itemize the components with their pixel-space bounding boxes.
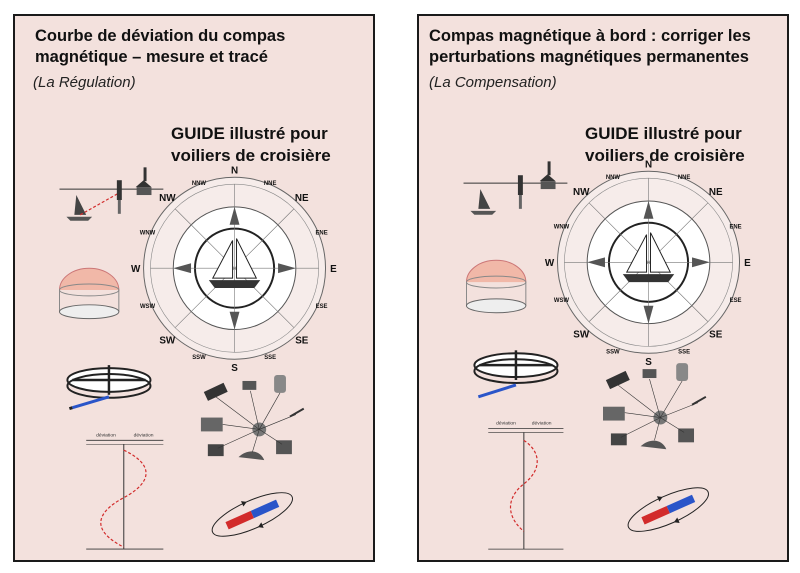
bar-magnet-icon [627, 487, 709, 532]
cover-title: Courbe de déviation du compas magnétique… [35, 27, 286, 66]
compass-sse-label: SSE [264, 355, 276, 361]
compass-ne-label: NE [295, 193, 309, 204]
compass-sse-label: SSE [678, 349, 690, 355]
compass-ssw-label: SSW [606, 349, 620, 355]
compass-ese-label: ESE [316, 304, 328, 310]
compass-ese-label: ESE [730, 298, 742, 304]
cover-compensation: Compas magnétique à bord : corriger les … [417, 14, 789, 562]
compass-sw-label: SW [573, 329, 590, 340]
compensator-ring-icon [473, 350, 559, 399]
compass-dome-icon [59, 267, 120, 320]
compass-n-label: N [231, 165, 238, 176]
cover-illustrations: N NE E SE S SW W NW NNE ENE ESE SSE SSW … [463, 159, 751, 550]
compass-s-label: S [645, 357, 652, 368]
deviation-header-right: déviation [134, 432, 154, 438]
compass-e-label: E [330, 264, 337, 275]
guide-label: GUIDE illustré pour voiliers de croisièr… [171, 124, 331, 165]
sailboat-lighthouse-icon [59, 167, 164, 221]
deviation-header-left: déviation [96, 432, 116, 438]
compass-rose-icon: N NE E SE S SW W NW NNE ENE ESE SSE SSW … [545, 159, 751, 368]
cover-title: Compas magnétique à bord : corriger les … [429, 27, 751, 66]
compass-wnw-label: WNW [140, 231, 156, 237]
guide-label: GUIDE illustré pour voiliers de croisièr… [585, 124, 745, 165]
deviation-header-left: déviation [496, 421, 516, 427]
compass-ene-label: ENE [315, 231, 327, 237]
compass-dome-icon [465, 259, 527, 314]
magnetic-objects-icon [603, 363, 707, 450]
compass-nne-label: NNE [264, 181, 277, 187]
cover-subtitle: (La Régulation) [33, 74, 136, 91]
compass-nw-label: NW [573, 187, 590, 198]
compass-se-label: SE [295, 335, 309, 346]
compass-wsw-label: WSW [554, 298, 570, 304]
compass-ssw-label: SSW [192, 355, 206, 361]
compass-wnw-label: WNW [554, 225, 570, 231]
compensator-ring-icon [66, 365, 152, 411]
deviation-curve-icon: déviation déviation [488, 421, 564, 550]
compass-se-label: SE [709, 329, 723, 340]
compass-nne-label: NNE [678, 175, 691, 181]
bar-magnet-icon [211, 492, 293, 537]
compass-nnw-label: NNW [192, 181, 207, 187]
compass-ene-label: ENE [729, 225, 741, 231]
magnetic-objects-icon [200, 375, 305, 461]
compass-wsw-label: WSW [140, 304, 156, 310]
compass-s-label: S [231, 363, 238, 374]
compass-sw-label: SW [159, 335, 176, 346]
cover-regulation: Courbe de déviation du compas magnétique… [13, 14, 375, 562]
compass-ne-label: NE [709, 187, 723, 198]
compass-w-label: W [545, 258, 555, 269]
deviation-curve-icon: déviation déviation [86, 432, 164, 550]
compass-w-label: W [131, 264, 141, 275]
cover-illustrations: N NE E SE S SW W NW NNE ENE ESE SSE SSW … [59, 165, 337, 550]
deviation-header-right: déviation [532, 421, 552, 427]
compass-nw-label: NW [159, 193, 176, 204]
compass-rose-icon: N NE E SE S SW W NW NNE ENE ESE SSE SSW … [131, 165, 337, 374]
cover-subtitle: (La Compensation) [429, 74, 557, 91]
sailboat-lighthouse-icon [463, 161, 568, 215]
compass-nnw-label: NNW [606, 175, 621, 181]
compass-n-label: N [645, 159, 652, 170]
compass-e-label: E [744, 258, 751, 269]
